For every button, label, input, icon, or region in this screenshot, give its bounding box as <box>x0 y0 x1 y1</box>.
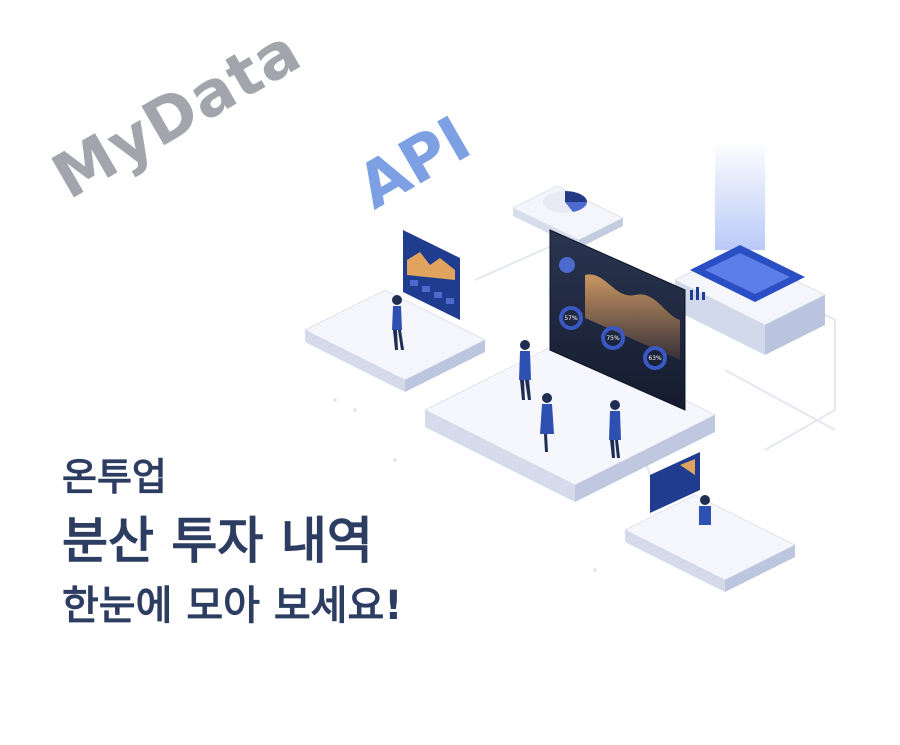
gauge-1-label: 57% <box>564 315 578 322</box>
person-standing-3 <box>609 400 621 458</box>
dashboard-screen: 57% 75% 63% <box>549 229 686 411</box>
headline-block: 온투업 분산 투자 내역 한눈에 모아 보세요! <box>62 452 403 634</box>
person-standing-left <box>392 295 404 350</box>
server-platform <box>673 140 827 355</box>
gauge-3-label: 63% <box>648 355 662 362</box>
person-standing-1 <box>519 340 531 400</box>
mydata-title: MyData <box>40 13 313 214</box>
left-platform <box>303 230 487 392</box>
isometric-dashboard-illustration: 57% 75% 63% <box>303 140 836 592</box>
desk-platform <box>623 452 797 592</box>
main-platform <box>423 339 717 502</box>
person-standing-2 <box>540 393 554 452</box>
gauge-2-label: 75% <box>606 335 620 342</box>
headline-line2: 분산 투자 내역 <box>62 512 373 570</box>
headline-line1: 온투업 <box>62 455 167 499</box>
headline-line3: 한눈에 모아 보세요! <box>62 583 403 629</box>
people-group <box>519 340 621 458</box>
person-seated <box>699 495 711 525</box>
